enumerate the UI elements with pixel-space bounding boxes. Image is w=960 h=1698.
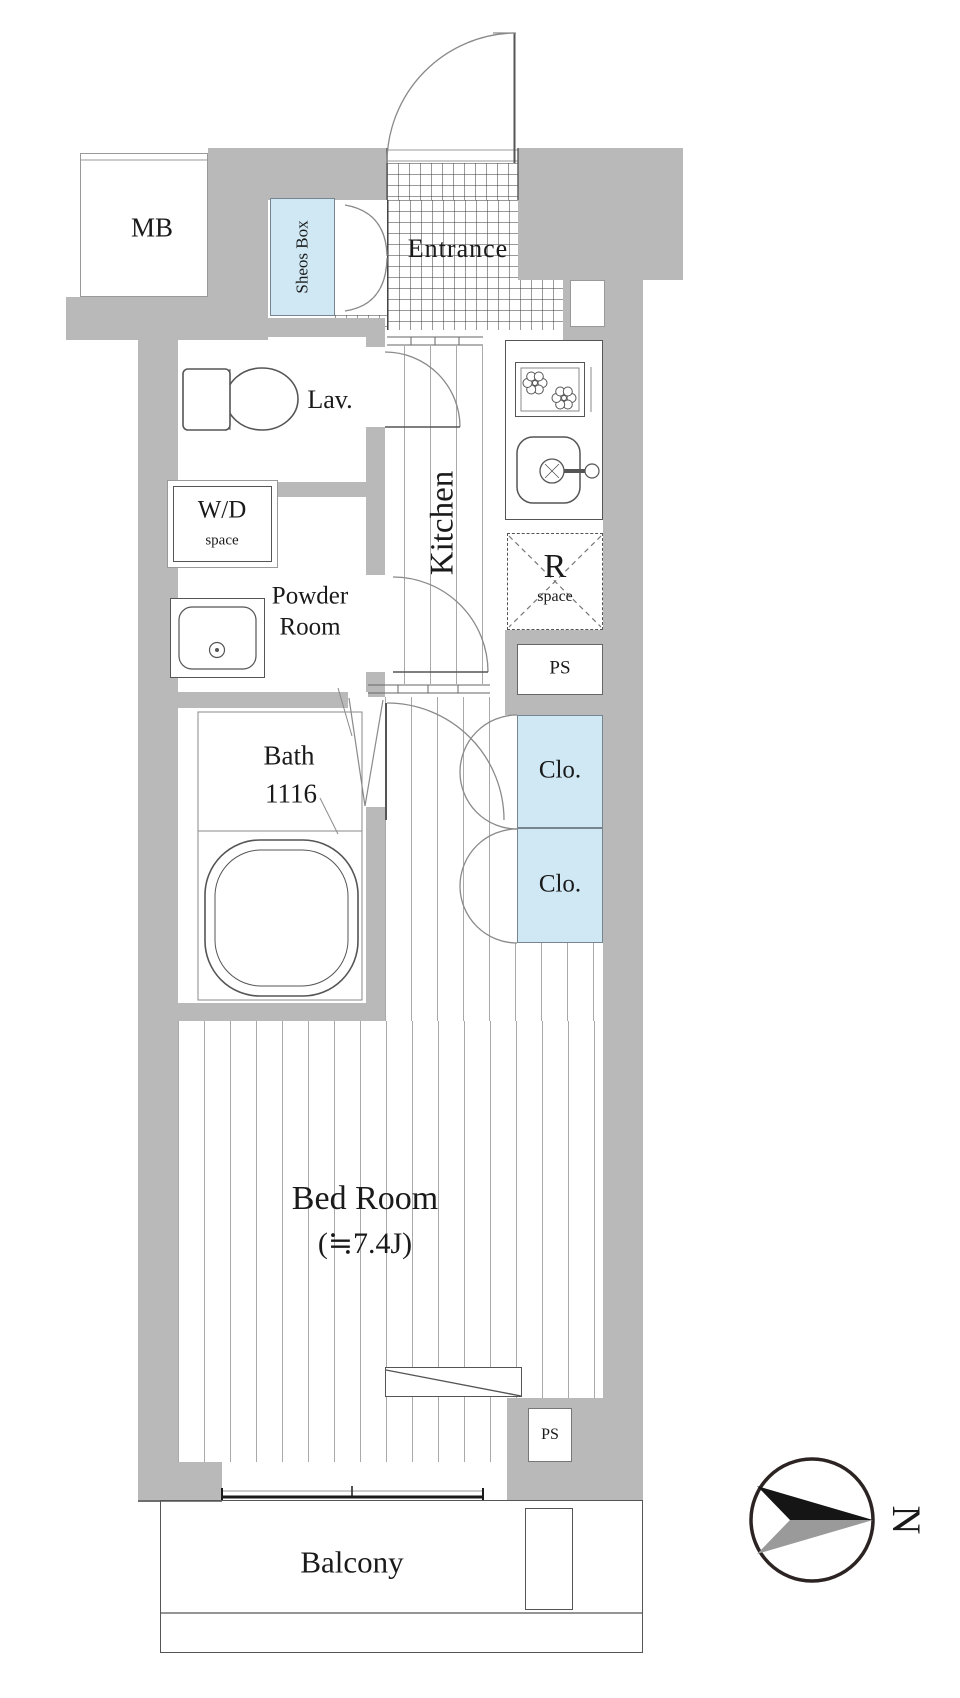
label-shoes-box: Sheos Box bbox=[292, 220, 312, 294]
label-kitchen: Kitchen bbox=[424, 470, 461, 576]
balcony-window bbox=[221, 1486, 484, 1500]
meter-box bbox=[80, 153, 208, 297]
kitchen-threshold bbox=[387, 336, 483, 346]
wall-hall-c bbox=[366, 672, 385, 697]
label-powder: Powder bbox=[271, 582, 349, 610]
label-powder-room: Room bbox=[279, 613, 341, 641]
label-closet-2: Clo. bbox=[538, 870, 582, 898]
wall-left-foot bbox=[138, 1462, 222, 1502]
pipe-space-lower bbox=[528, 1408, 572, 1462]
entrance-door-arc bbox=[386, 32, 515, 164]
stove-box bbox=[515, 362, 585, 417]
wall-lav-top bbox=[148, 318, 385, 337]
pipe-space-upper bbox=[517, 644, 603, 695]
entrance-tile-door bbox=[387, 163, 518, 200]
wall-top-left-band bbox=[262, 148, 387, 200]
wall-hall-b bbox=[366, 427, 385, 575]
label-r-space: space bbox=[537, 588, 573, 605]
bedroom-floor-mid bbox=[385, 943, 603, 1021]
shoes-box-door-arc-bottom bbox=[344, 257, 388, 312]
label-r: R bbox=[543, 548, 567, 585]
compass-icon bbox=[749, 1457, 875, 1583]
wall-top-right-block bbox=[518, 148, 683, 280]
label-ps-upper: PS bbox=[549, 657, 571, 679]
label-closet-1: Clo. bbox=[538, 756, 582, 784]
label-bedroom: Bed Room bbox=[291, 1180, 439, 1217]
label-wd: W/D bbox=[197, 496, 247, 524]
bath-door-gap bbox=[348, 692, 368, 709]
label-wd-space: space bbox=[205, 532, 239, 549]
balcony-partition bbox=[525, 1508, 573, 1610]
label-compass-north: N bbox=[884, 1505, 929, 1535]
bedroom-counter bbox=[385, 1367, 522, 1397]
wall-hall-a bbox=[366, 337, 385, 347]
shoes-box-door-arc-top bbox=[344, 204, 388, 257]
label-balcony: Balcony bbox=[300, 1544, 404, 1580]
wall-right bbox=[603, 278, 643, 1400]
wall-ps-bottom bbox=[505, 695, 603, 715]
closet-1 bbox=[517, 715, 603, 828]
label-entrance: Entrance bbox=[407, 234, 509, 263]
wall-hall-d bbox=[366, 807, 385, 1015]
washer-dryer-space bbox=[167, 480, 278, 568]
label-bedroom-size: (≒7.4J) bbox=[317, 1227, 413, 1260]
label-lav: Lav. bbox=[307, 385, 353, 414]
toilet-icon bbox=[182, 367, 299, 431]
label-mb: MB bbox=[130, 212, 174, 243]
wall-notch bbox=[570, 280, 605, 327]
closet-2 bbox=[517, 828, 603, 943]
shoes-box bbox=[270, 198, 335, 316]
wall-ps-left bbox=[505, 630, 517, 715]
bedroom-floor-lower bbox=[178, 1021, 603, 1462]
label-ps-lower: PS bbox=[541, 1426, 559, 1443]
label-bath-size: 1116 bbox=[265, 778, 317, 809]
wall-powder-bath bbox=[138, 692, 350, 708]
bedroom-threshold bbox=[368, 684, 490, 694]
bedroom-floor-upper bbox=[385, 697, 503, 943]
wall-bath-bottom bbox=[138, 1003, 385, 1021]
wall-ps-top bbox=[505, 630, 603, 644]
vanity-unit bbox=[170, 598, 265, 678]
label-bath: Bath bbox=[263, 740, 315, 771]
